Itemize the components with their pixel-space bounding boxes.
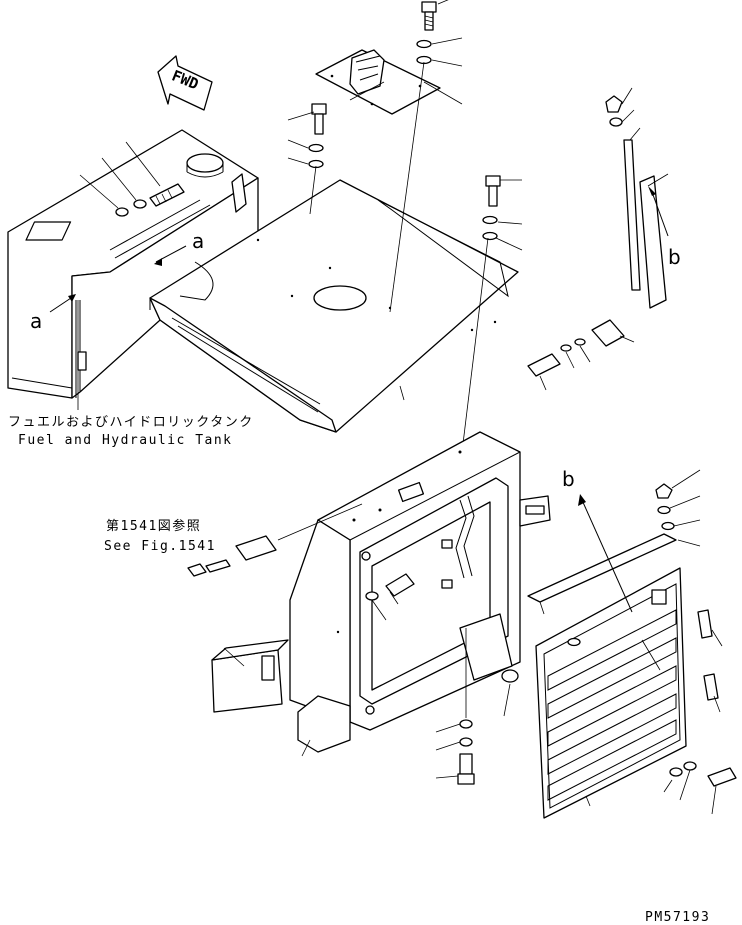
callout-a-arrow-top: [154, 245, 187, 266]
fuel-tank-label-en: Fuel and Hydraulic Tank: [18, 433, 233, 448]
duct-left: [211, 639, 289, 713]
left-bolt: [308, 103, 327, 215]
louvre-panel: [535, 567, 687, 819]
callout-b-panel: b: [562, 467, 575, 491]
panel-top-strip: [527, 533, 677, 615]
callout-a-left: a: [30, 309, 42, 333]
plate-bracket: [527, 319, 635, 391]
fwd-arrow-icon: [157, 55, 213, 111]
see-fig-label-en: See Fig.1541: [104, 539, 216, 554]
duct-right: [519, 495, 551, 527]
radiator-frame: [289, 431, 521, 731]
side-bracket: [605, 87, 669, 309]
panel-bolts: [585, 469, 737, 815]
fuel-tank-label-jp: フュエルおよびハイドロリックタンク: [8, 415, 254, 430]
right-bolt: [461, 175, 501, 453]
callout-a-top: a: [192, 229, 204, 253]
spacer: [501, 669, 519, 717]
frame-bolt: [365, 573, 415, 621]
floor-plate: [149, 179, 519, 433]
lever-boot-cover: [315, 49, 441, 115]
top-bolt: [389, 1, 437, 313]
tank-bolt: [115, 183, 185, 217]
drawing-number: PM57193: [645, 910, 710, 925]
callout-b-right: b: [668, 245, 681, 269]
fig1541-fitting: [187, 503, 363, 577]
lower-box: [297, 695, 351, 757]
callout-b-arrow: [578, 494, 633, 613]
see-fig-label-jp: 第1541図参照: [106, 518, 201, 534]
callout-a-arrow-left: [49, 294, 76, 313]
bottom-bolt: [435, 628, 475, 785]
